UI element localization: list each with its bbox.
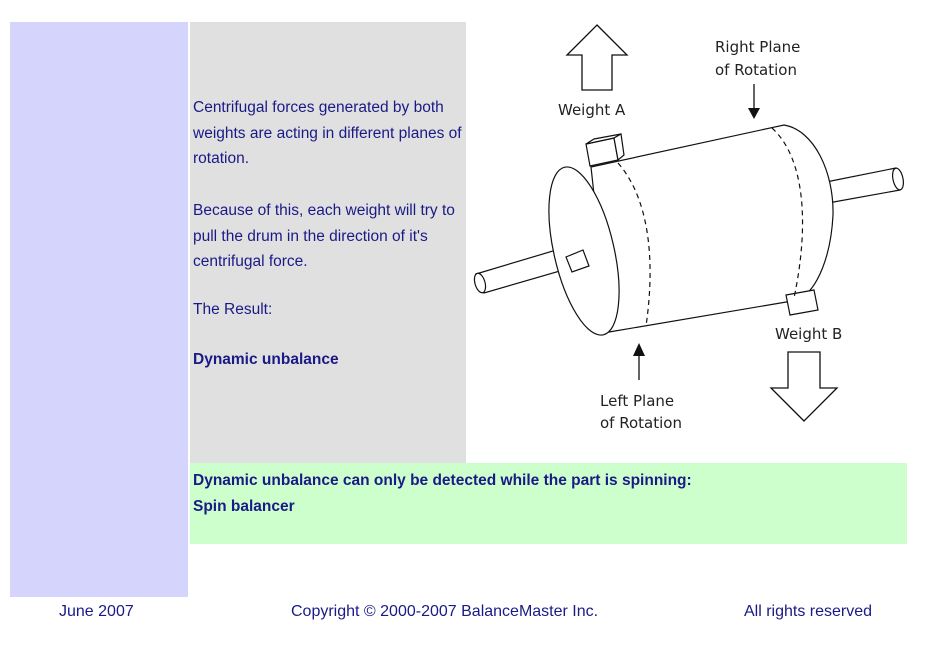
text-panel xyxy=(190,22,466,463)
paragraph-dynamic-unbalance: Dynamic unbalance xyxy=(193,351,339,368)
footer-rights: All rights reserved xyxy=(744,603,873,620)
right-plane-arrowhead xyxy=(748,108,760,119)
label-right-plane-1: Right Plane xyxy=(715,38,800,56)
weight-b-down-arrow xyxy=(769,351,839,422)
right-shaft xyxy=(825,167,901,204)
weight-b-block xyxy=(785,289,819,316)
footer-date: June 2007 xyxy=(59,603,134,620)
label-left-plane-2: of Rotation xyxy=(600,414,682,432)
weight-a-up-arrow xyxy=(565,24,629,91)
right-plane-dashed xyxy=(771,127,804,299)
label-weight-a: Weight A xyxy=(558,101,626,119)
drum-diagram: Weight A Right Plane of Rotation Weight … xyxy=(473,24,904,432)
banner-box xyxy=(190,463,907,544)
banner-line-spin-balancer: Spin balancer xyxy=(193,498,295,515)
paragraph-centrifugal-forces: Centrifugal forces generated by both wei… xyxy=(193,99,462,167)
left-plane-arrowhead xyxy=(633,343,645,356)
banner-line-detection: Dynamic unbalance can only be detected w… xyxy=(193,472,692,489)
footer-copyright: Copyright © 2000-2007 BalanceMaster Inc. xyxy=(291,603,599,620)
left-shaft-end xyxy=(473,272,487,294)
label-weight-b: Weight B xyxy=(775,325,842,343)
left-plane-dashed xyxy=(617,162,651,327)
paragraph-each-weight: Because of this, each weight will try to… xyxy=(193,202,455,270)
sidebar-decoration xyxy=(10,22,188,597)
paragraph-result-label: The Result: xyxy=(193,301,273,318)
right-shaft-end xyxy=(892,167,904,191)
label-left-plane-1: Left Plane xyxy=(600,392,674,410)
label-right-plane-2: of Rotation xyxy=(715,61,797,79)
